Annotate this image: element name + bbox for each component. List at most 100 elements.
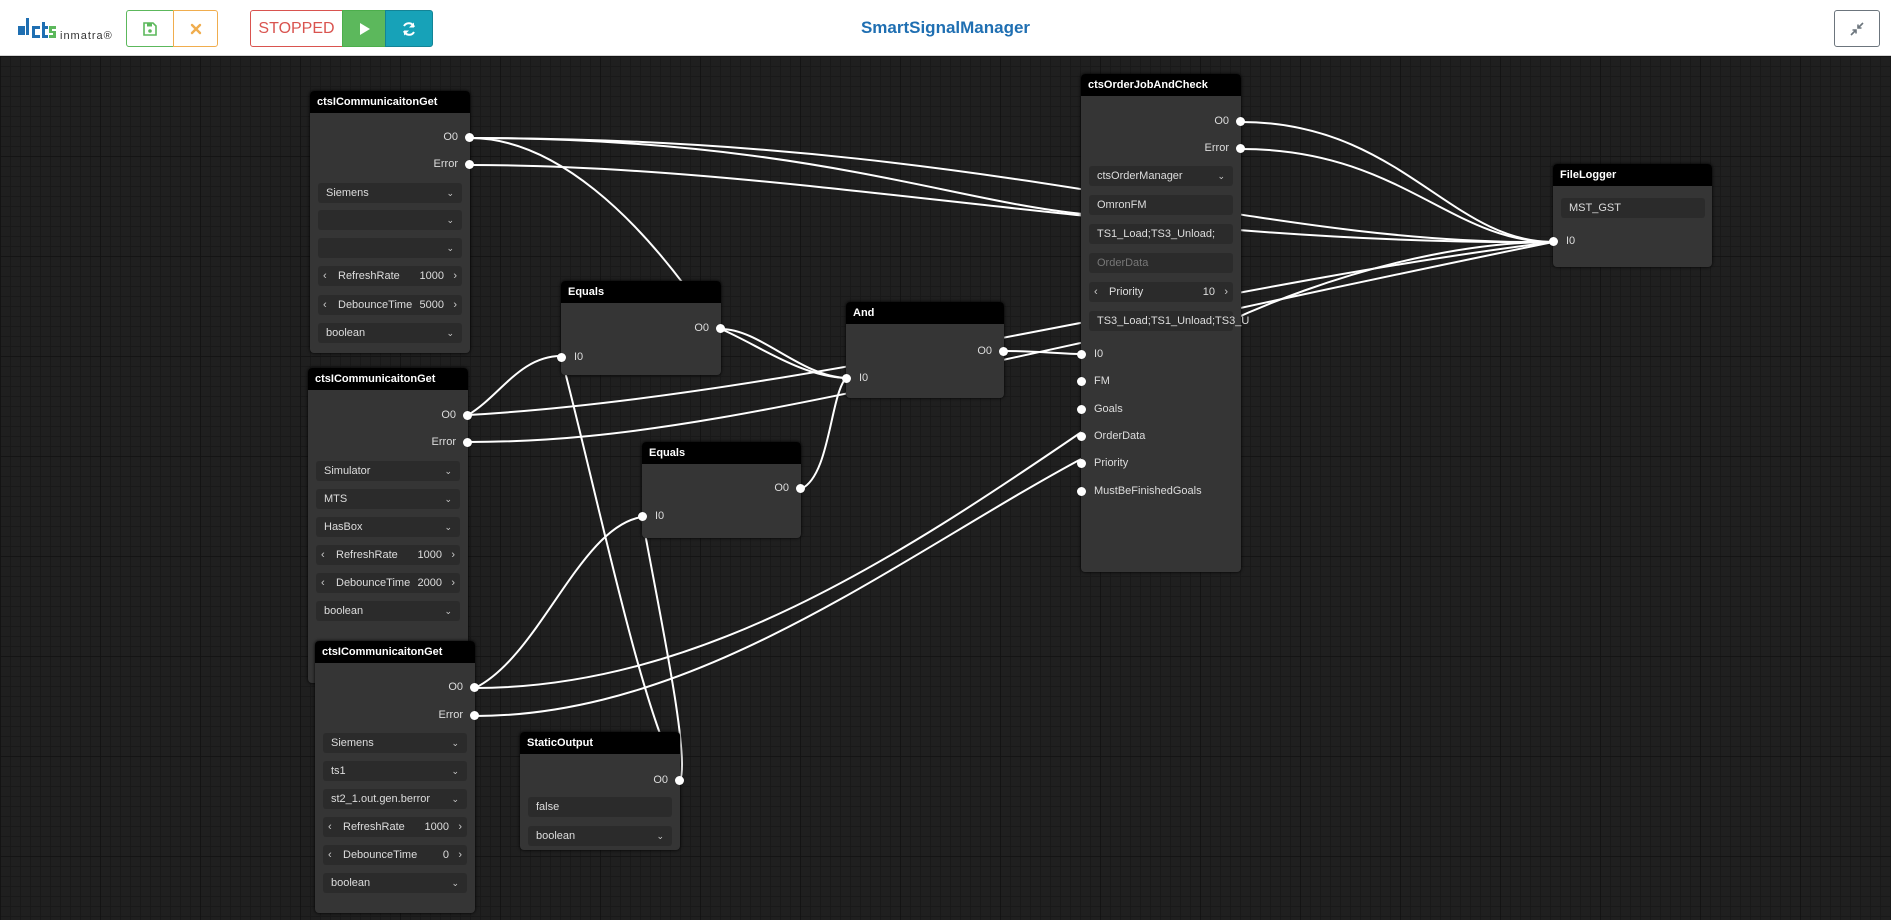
input-i0-port[interactable]	[842, 374, 851, 383]
chevron-down-icon: ⌄	[444, 466, 452, 476]
node-title: ctsICommunicaitonGet	[315, 641, 475, 663]
decrement-arrow-icon[interactable]: ‹	[328, 849, 332, 861]
increment-arrow-icon[interactable]: ›	[453, 270, 457, 282]
wire	[641, 516, 683, 782]
node-file-logger[interactable]: FileLogger MST_GST I0	[1549, 164, 1712, 267]
channel-select[interactable]: MTS ⌄	[316, 489, 460, 509]
source-select[interactable]: Simulator ⌄	[316, 461, 460, 481]
node-and[interactable]: And O0 I0	[842, 302, 1008, 398]
decrement-arrow-icon[interactable]: ‹	[323, 270, 327, 282]
output-o0-port[interactable]	[999, 347, 1008, 356]
debounce-time-stepper[interactable]: ‹ DebounceTime 5000 ›	[318, 295, 462, 315]
output-error-label: Error	[433, 158, 458, 170]
input-goals-port[interactable]	[1077, 405, 1086, 414]
node-equals-2[interactable]: Equals O0 I0	[638, 442, 805, 538]
logger-name-input[interactable]: MST_GST	[1561, 198, 1705, 218]
source-select[interactable]: Siemens ⌄	[318, 183, 462, 203]
output-o0-port[interactable]	[463, 411, 472, 420]
debounce-time-stepper[interactable]: ‹ DebounceTime 2000 ›	[316, 573, 460, 593]
type-select[interactable]: boolean ⌄	[316, 601, 460, 621]
output-o0-port[interactable]	[675, 776, 684, 785]
refresh-rate-stepper[interactable]: ‹ RefreshRate 1000 ›	[316, 545, 460, 565]
chevron-down-icon: ⌄	[444, 606, 452, 616]
chevron-down-icon: ⌄	[451, 794, 459, 804]
chevron-down-icon: ⌄	[446, 243, 454, 253]
input-fm-port[interactable]	[1077, 377, 1086, 386]
decrement-arrow-icon[interactable]: ‹	[328, 821, 332, 833]
refresh-rate-stepper[interactable]: ‹ RefreshRate 1000 ›	[323, 817, 467, 837]
status-stopped-button[interactable]: STOPPED	[250, 10, 343, 47]
goals-input[interactable]: TS1_Load;TS3_Unload;	[1089, 224, 1233, 244]
increment-arrow-icon[interactable]: ›	[458, 849, 462, 861]
wire	[474, 457, 1084, 717]
must-finish-goals-input[interactable]: TS3_Load;TS1_Unload;TS3_U	[1089, 311, 1249, 331]
wire-layer	[467, 121, 1554, 782]
node-title: FileLogger	[1553, 164, 1712, 186]
decrement-arrow-icon[interactable]: ‹	[1094, 286, 1098, 298]
input-orderdata-port[interactable]	[1077, 432, 1086, 441]
signal-select[interactable]: st2_1.out.gen.berror ⌄	[323, 789, 467, 809]
type-select[interactable]: boolean ⌄	[528, 826, 672, 846]
output-o0-port[interactable]	[796, 484, 805, 493]
output-o0-port[interactable]	[1236, 117, 1245, 126]
priority-stepper[interactable]: ‹ Priority 10 ›	[1089, 282, 1233, 302]
node-comm-get-1[interactable]: ctsICommunicaitonGet O0 Error Siemens ⌄ …	[310, 91, 474, 353]
order-manager-select[interactable]: ctsOrderManager ⌄	[1089, 166, 1233, 186]
signal-select[interactable]: ⌄	[318, 238, 462, 258]
signal-select[interactable]: HasBox ⌄	[316, 517, 460, 537]
input-i0-label: I0	[655, 510, 665, 522]
play-button[interactable]	[342, 10, 386, 47]
value-input[interactable]: false	[528, 797, 672, 817]
increment-arrow-icon[interactable]: ›	[1224, 286, 1228, 298]
input-i0-port[interactable]	[557, 353, 566, 362]
collapse-button[interactable]	[1834, 10, 1880, 47]
node-static-output[interactable]: StaticOutput O0 false boolean ⌄	[520, 732, 684, 850]
play-icon	[360, 22, 370, 35]
save-icon	[143, 21, 157, 36]
decrement-arrow-icon[interactable]: ‹	[321, 577, 325, 589]
increment-arrow-icon[interactable]: ›	[453, 299, 457, 311]
source-select[interactable]: Siemens ⌄	[323, 733, 467, 753]
input-mustbefinished-port[interactable]	[1077, 487, 1086, 496]
save-button[interactable]	[126, 10, 174, 47]
input-i0-port[interactable]	[1077, 350, 1086, 359]
channel-select[interactable]: ⌄	[318, 210, 462, 230]
input-i0-label: I0	[859, 372, 869, 384]
output-o0-port[interactable]	[470, 683, 479, 692]
refresh-button[interactable]	[385, 10, 433, 47]
output-error-port[interactable]	[465, 160, 474, 169]
type-select[interactable]: boolean ⌄	[318, 323, 462, 343]
input-fm-label: FM	[1094, 375, 1110, 387]
fm-input[interactable]: OmronFM	[1089, 195, 1233, 215]
chevron-down-icon: ⌄	[656, 831, 664, 841]
input-priority-port[interactable]	[1077, 459, 1086, 468]
node-comm-get-2[interactable]: ctsICommunicaitonGet O0 Error Simulator …	[308, 368, 472, 683]
decrement-arrow-icon[interactable]: ‹	[323, 299, 327, 311]
refresh-rate-stepper[interactable]: ‹ RefreshRate 1000 ›	[318, 266, 462, 286]
cancel-button[interactable]	[173, 10, 218, 47]
chevron-down-icon: ⌄	[444, 522, 452, 532]
output-error-port[interactable]	[1236, 144, 1245, 153]
input-i0-port[interactable]	[1549, 237, 1558, 246]
channel-select[interactable]: ts1 ⌄	[323, 761, 467, 781]
output-o0-port[interactable]	[716, 324, 725, 333]
node-graph-canvas[interactable]: ctsICommunicaitonGet O0 Error Siemens ⌄ …	[0, 56, 1891, 920]
output-error-port[interactable]	[470, 711, 479, 720]
decrement-arrow-icon[interactable]: ‹	[321, 549, 325, 561]
input-i0-port[interactable]	[638, 512, 647, 521]
output-o0-label: O0	[448, 681, 463, 693]
debounce-time-stepper[interactable]: ‹ DebounceTime 0 ›	[323, 845, 467, 865]
output-o0-label: O0	[977, 345, 992, 357]
increment-arrow-icon[interactable]: ›	[451, 549, 455, 561]
orderdata-input[interactable]: OrderData	[1089, 253, 1233, 273]
output-o0-port[interactable]	[465, 133, 474, 142]
node-order-job-and-check[interactable]: ctsOrderJobAndCheck O0 Error ctsOrderMan…	[1077, 74, 1249, 572]
increment-arrow-icon[interactable]: ›	[458, 821, 462, 833]
increment-arrow-icon[interactable]: ›	[451, 577, 455, 589]
chevron-down-icon: ⌄	[444, 494, 452, 504]
toolbar: inmatra® STOPPED SmartSignalManager	[0, 0, 1891, 56]
type-select[interactable]: boolean ⌄	[323, 873, 467, 893]
node-equals-1[interactable]: Equals O0 I0	[557, 281, 725, 375]
node-comm-get-3[interactable]: ctsICommunicaitonGet O0 Error Siemens ⌄ …	[315, 641, 479, 913]
output-error-port[interactable]	[463, 438, 472, 447]
